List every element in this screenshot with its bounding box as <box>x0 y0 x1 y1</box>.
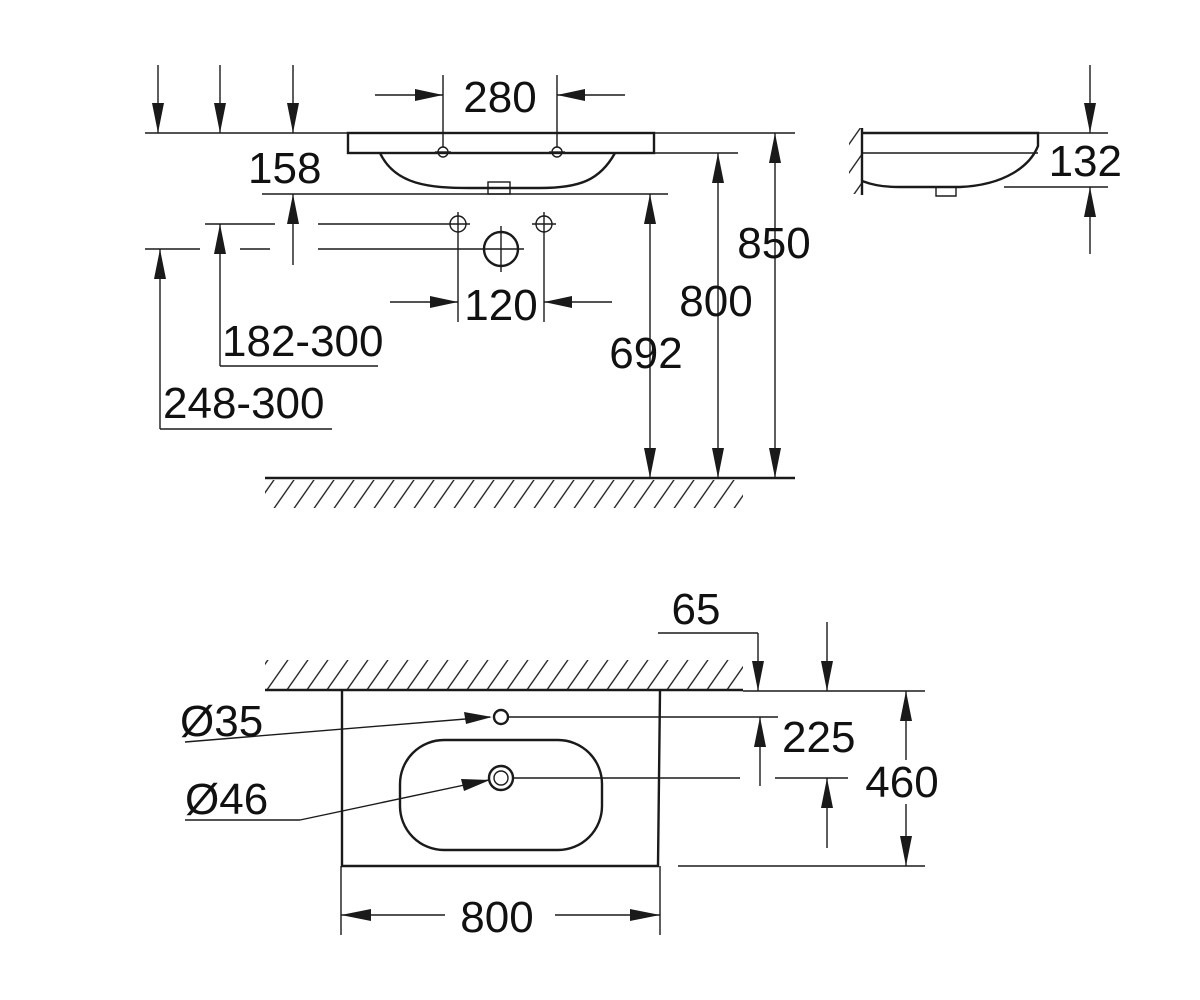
arrow-460-down <box>900 836 912 866</box>
arrow-800-down <box>712 448 724 478</box>
front-view: 280 158 120 <box>145 65 811 508</box>
dim-outlet-spacing: 120 <box>464 281 537 330</box>
arrow-158-up <box>287 194 299 224</box>
tap-hole <box>492 708 510 726</box>
dim-overflow-depth: 158 <box>248 144 321 193</box>
dim-width: 800 <box>460 893 533 942</box>
waste-hole <box>487 764 515 792</box>
arrow-down-2 <box>214 103 226 133</box>
top-view: Ø35 Ø46 65 225 460 800 <box>180 585 942 942</box>
arrow-225-down <box>821 661 833 691</box>
arrow-800-up <box>712 153 724 183</box>
dim-height-top: 850 <box>737 219 810 268</box>
top-bowl <box>398 738 604 852</box>
arrow-225-lower <box>821 778 833 808</box>
arrow-120-right <box>544 296 572 308</box>
arrow-down-1 <box>152 103 164 133</box>
arrow-692-down <box>644 448 656 478</box>
arrow-248-up <box>154 249 166 279</box>
arrow-280-left <box>415 89 443 101</box>
floor-hatch <box>265 480 743 508</box>
dim-tap-spacing: 280 <box>463 73 536 122</box>
arrow-65-down <box>752 661 764 691</box>
arrow-800w-right <box>630 909 660 921</box>
arrow-850-up <box>769 133 781 163</box>
arrow-132-up <box>1084 187 1096 217</box>
arrow-850-down <box>769 448 781 478</box>
dim-wall-offset: 65 <box>672 585 721 634</box>
arrow-120-left <box>430 296 458 308</box>
dim-side-depth: 132 <box>1049 137 1122 186</box>
arrow-692-up <box>644 194 656 224</box>
side-basin-profile <box>861 131 1040 189</box>
dim-height-outlet: 692 <box>609 329 682 378</box>
dim-height-bowl: 800 <box>679 277 752 326</box>
dim-range-248: 248-300 <box>163 379 324 428</box>
basin-top <box>346 131 656 155</box>
arrow-800w-left <box>341 909 371 921</box>
arrow-d46 <box>461 779 490 791</box>
side-wall-hatch <box>849 128 862 194</box>
arrow-280-right <box>557 89 585 101</box>
top-wall-hatch <box>265 660 743 689</box>
arrow-132-down <box>1084 103 1096 133</box>
basin-bowl <box>378 152 617 190</box>
dim-waste-diameter: Ø46 <box>185 775 268 824</box>
arrow-460-up <box>900 691 912 721</box>
dim-tap-diameter: Ø35 <box>180 697 263 746</box>
side-drain <box>935 187 957 197</box>
arrow-d35 <box>464 712 492 724</box>
dim-total-depth: 460 <box>865 758 938 807</box>
dim-waste-distance: 225 <box>782 713 855 762</box>
arrow-225-up <box>754 717 766 747</box>
dim-range-182: 182-300 <box>222 317 383 366</box>
arrow-down-3 <box>287 103 299 133</box>
arrow-182-up <box>214 224 226 254</box>
side-view: 132 <box>849 65 1122 254</box>
